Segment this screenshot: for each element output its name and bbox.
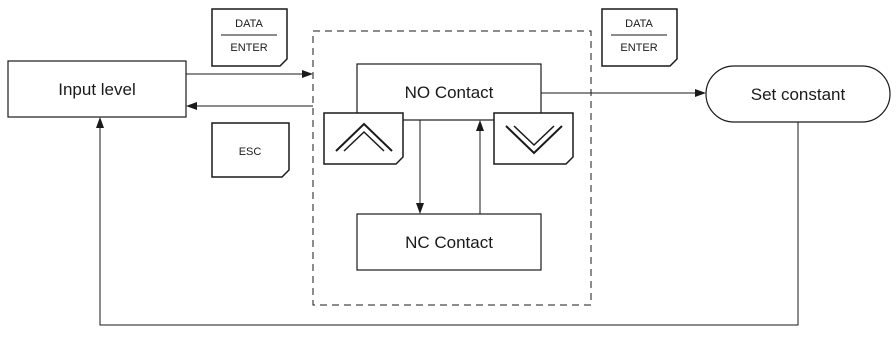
up-key — [323, 112, 404, 165]
set-constant-box: Set constant — [705, 65, 891, 123]
up-arrow-icon — [335, 122, 393, 152]
data-enter-left-bottom: ENTER — [230, 42, 267, 54]
data-enter-right-bottom: ENTER — [620, 42, 657, 54]
esc-key: ESC — [211, 122, 290, 178]
input-level-box: Input level — [7, 60, 187, 118]
no-contact-label: NO Contact — [405, 83, 494, 102]
connector-input-to-group — [186, 70, 313, 78]
esc-key-label: ESC — [239, 146, 262, 158]
down-arrow-icon — [505, 125, 563, 155]
data-enter-right-top: DATA — [625, 18, 653, 30]
connector-nc-to-no — [476, 120, 484, 214]
data-enter-key-right: DATA ENTER — [601, 8, 678, 67]
connector-group-to-input — [186, 102, 313, 110]
data-enter-left-top: DATA — [235, 18, 263, 30]
nc-contact-box: NC Contact — [356, 213, 542, 271]
connector-set-constant-to-input — [96, 117, 799, 326]
connector-no-to-set-constant — [541, 89, 706, 97]
no-contact-box: NO Contact — [356, 63, 542, 121]
connector-no-to-nc — [416, 120, 424, 214]
data-enter-key-left: DATA ENTER — [211, 8, 288, 67]
nc-contact-label: NC Contact — [405, 233, 493, 252]
set-constant-label: Set constant — [751, 85, 846, 104]
contact-group-frame — [312, 30, 592, 306]
down-key — [493, 112, 574, 165]
input-level-label: Input level — [58, 80, 136, 99]
